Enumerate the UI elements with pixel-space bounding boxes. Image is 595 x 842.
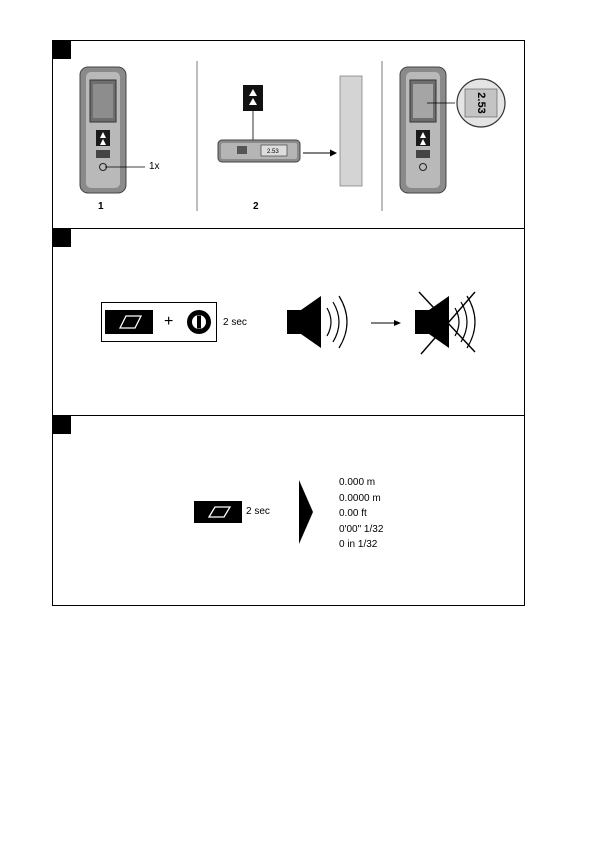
press-count-label: 1x — [149, 161, 160, 172]
callout-line — [105, 164, 145, 170]
arrow-right-icon — [303, 148, 337, 158]
target-wall — [340, 76, 362, 186]
device-front-view — [79, 66, 129, 196]
callout-line — [251, 111, 255, 141]
unit-option: 0.00 ft — [339, 506, 383, 522]
mini-display-reading: 2.53 — [267, 149, 279, 155]
laser-key-icon — [243, 85, 263, 111]
device-side-view: 2.53 — [217, 139, 301, 163]
unit-options-list: 0.000 m 0.0000 m 0.00 ft 0'00" 1/32 0 in… — [339, 475, 383, 553]
callout-line — [427, 100, 455, 106]
divider-line — [381, 61, 383, 211]
unit-option: 0 in 1/32 — [339, 537, 383, 553]
unit-option: 0'00" 1/32 — [339, 522, 383, 538]
panel-marker — [53, 229, 71, 247]
device-front-view-result — [399, 66, 449, 196]
step-label-1: 1 — [98, 201, 104, 212]
panel-marker — [53, 416, 71, 434]
hold-duration-label: 2 sec — [246, 506, 270, 517]
arrow-chevron-icon — [299, 480, 313, 544]
figure-panel-3: 2 sec 0.000 m 0.0000 m 0.00 ft 0'00" 1/3… — [52, 415, 525, 606]
speaker-on-icon — [287, 290, 357, 354]
unit-option: 0.0000 m — [339, 491, 383, 507]
divider-line — [196, 61, 198, 211]
step-label-2: 2 — [253, 201, 259, 212]
arrow-right-icon — [371, 319, 401, 327]
figure-panel-1: 1x 1 2.53 2 — [52, 40, 525, 229]
power-key-icon — [186, 309, 212, 335]
speaker-off-icon — [415, 290, 481, 356]
magnifier-display: 2.53 — [455, 77, 507, 129]
figure-panel-2: + 2 sec — [52, 228, 525, 416]
unit-option: 0.000 m — [339, 475, 383, 491]
panel-marker — [53, 41, 71, 59]
plus-sign: + — [164, 313, 173, 331]
measure-key-icon — [105, 310, 153, 334]
hold-duration-label: 2 sec — [223, 317, 247, 328]
magnified-display-reading: 2.53 — [475, 92, 487, 113]
measure-key-icon — [194, 501, 242, 523]
